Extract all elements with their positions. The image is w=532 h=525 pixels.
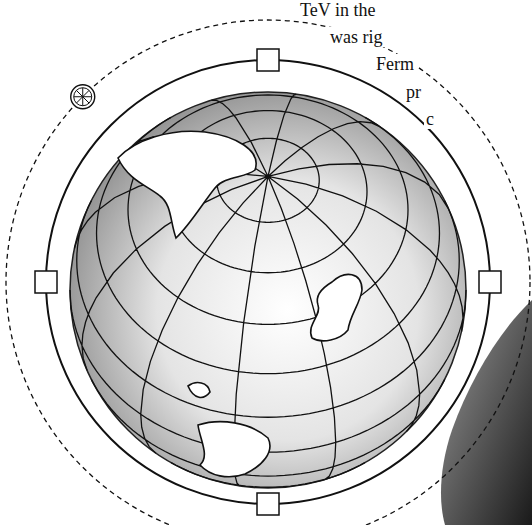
continent <box>311 274 362 340</box>
continent <box>198 422 270 477</box>
ring-stations <box>35 49 501 515</box>
text-fragment: pr <box>404 82 423 102</box>
orbit-ring <box>46 60 490 504</box>
satellite-rim <box>74 88 92 106</box>
satellite-symbol <box>71 85 95 109</box>
satellite-body <box>71 85 95 109</box>
station-square <box>35 271 57 293</box>
globe <box>70 92 466 488</box>
text-fragment: Ferm <box>374 54 416 74</box>
text-fragment: TeV in the <box>298 0 377 20</box>
station-square <box>257 493 279 515</box>
globe-sphere <box>70 92 466 488</box>
orbit-dashed <box>6 20 530 525</box>
continent <box>118 131 256 238</box>
continent <box>188 383 210 398</box>
station-square <box>479 271 501 293</box>
text-fragment: was rig <box>328 27 385 47</box>
graticule <box>70 94 466 487</box>
text-fragment: c <box>424 109 436 129</box>
satellite-spoke <box>76 90 89 103</box>
station-square <box>257 49 279 71</box>
